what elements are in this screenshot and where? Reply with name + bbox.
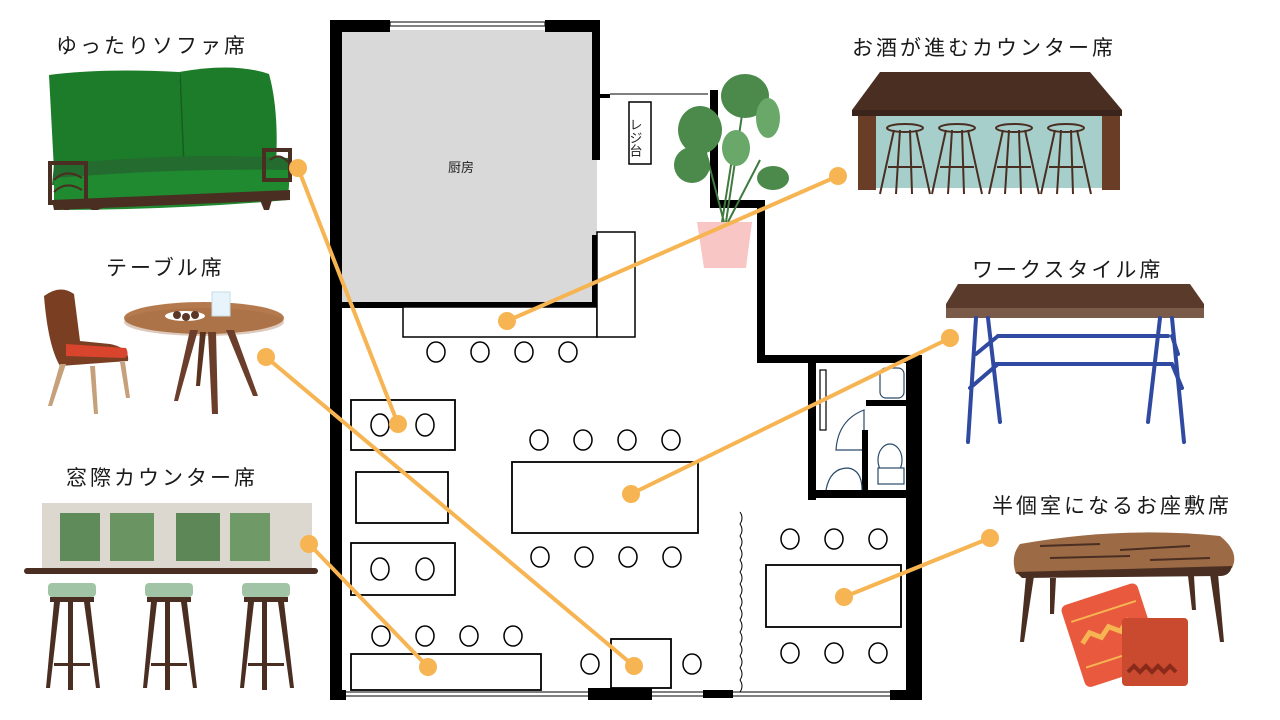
dot-sofa-start	[289, 159, 307, 177]
window-counter-illustration	[24, 503, 324, 699]
dot-work-end	[622, 485, 640, 503]
sofa-illustration	[44, 60, 294, 210]
leader-bar-counter	[505, 174, 840, 323]
sofa-legs	[60, 200, 290, 212]
dot-zashiki-start	[981, 529, 999, 547]
register-counter	[628, 101, 652, 165]
label-sofa-seat: ゆったりソファ席	[56, 34, 248, 58]
leader-lines	[264, 166, 992, 669]
work-table	[511, 461, 699, 534]
kitchen-label: 厨房	[448, 160, 474, 176]
label-zashiki-seat: 半個室になるお座敷席	[992, 494, 1232, 518]
leader-sofa	[296, 166, 400, 426]
stool-1	[46, 583, 100, 690]
bar-counter-side	[596, 231, 636, 338]
work-table-illustration	[946, 284, 1206, 449]
leader-table	[264, 355, 636, 668]
dot-window-end	[419, 658, 437, 676]
dot-window-start	[300, 535, 318, 553]
plant-icon	[674, 74, 789, 268]
walls	[330, 20, 922, 700]
zashiki-illustration	[1010, 532, 1240, 692]
dot-sofa-end	[389, 415, 407, 433]
leader-zashiki	[842, 536, 992, 599]
table-illustration	[40, 286, 290, 418]
curtain-partition	[739, 511, 743, 693]
leader-work	[629, 336, 952, 496]
kitchen-area	[340, 30, 597, 305]
zashiki-table	[765, 564, 902, 628]
label-bar-counter-seat: お酒が進むカウンター席	[852, 36, 1116, 60]
window-counter-table	[350, 653, 542, 691]
leader-dots	[257, 159, 999, 676]
dot-zashiki-end	[835, 588, 853, 606]
restroom	[819, 367, 906, 491]
label-table-seat: テーブル席	[106, 256, 225, 280]
table-3	[350, 542, 456, 596]
register-label: レジ台	[627, 118, 642, 157]
leader-window-counter	[307, 542, 430, 669]
dot-bar-end	[498, 312, 516, 330]
bar-counter-illustration	[850, 72, 1126, 202]
stool-2	[143, 583, 197, 690]
dot-table-start	[257, 348, 275, 366]
label-window-counter-seat: 窓際カウンター席	[66, 466, 258, 490]
dot-bar-start	[829, 167, 847, 185]
stool-3	[240, 583, 294, 690]
label-work-seat: ワークスタイル席	[972, 258, 1164, 282]
dot-work-start	[941, 329, 959, 347]
dot-table-end	[625, 657, 643, 675]
